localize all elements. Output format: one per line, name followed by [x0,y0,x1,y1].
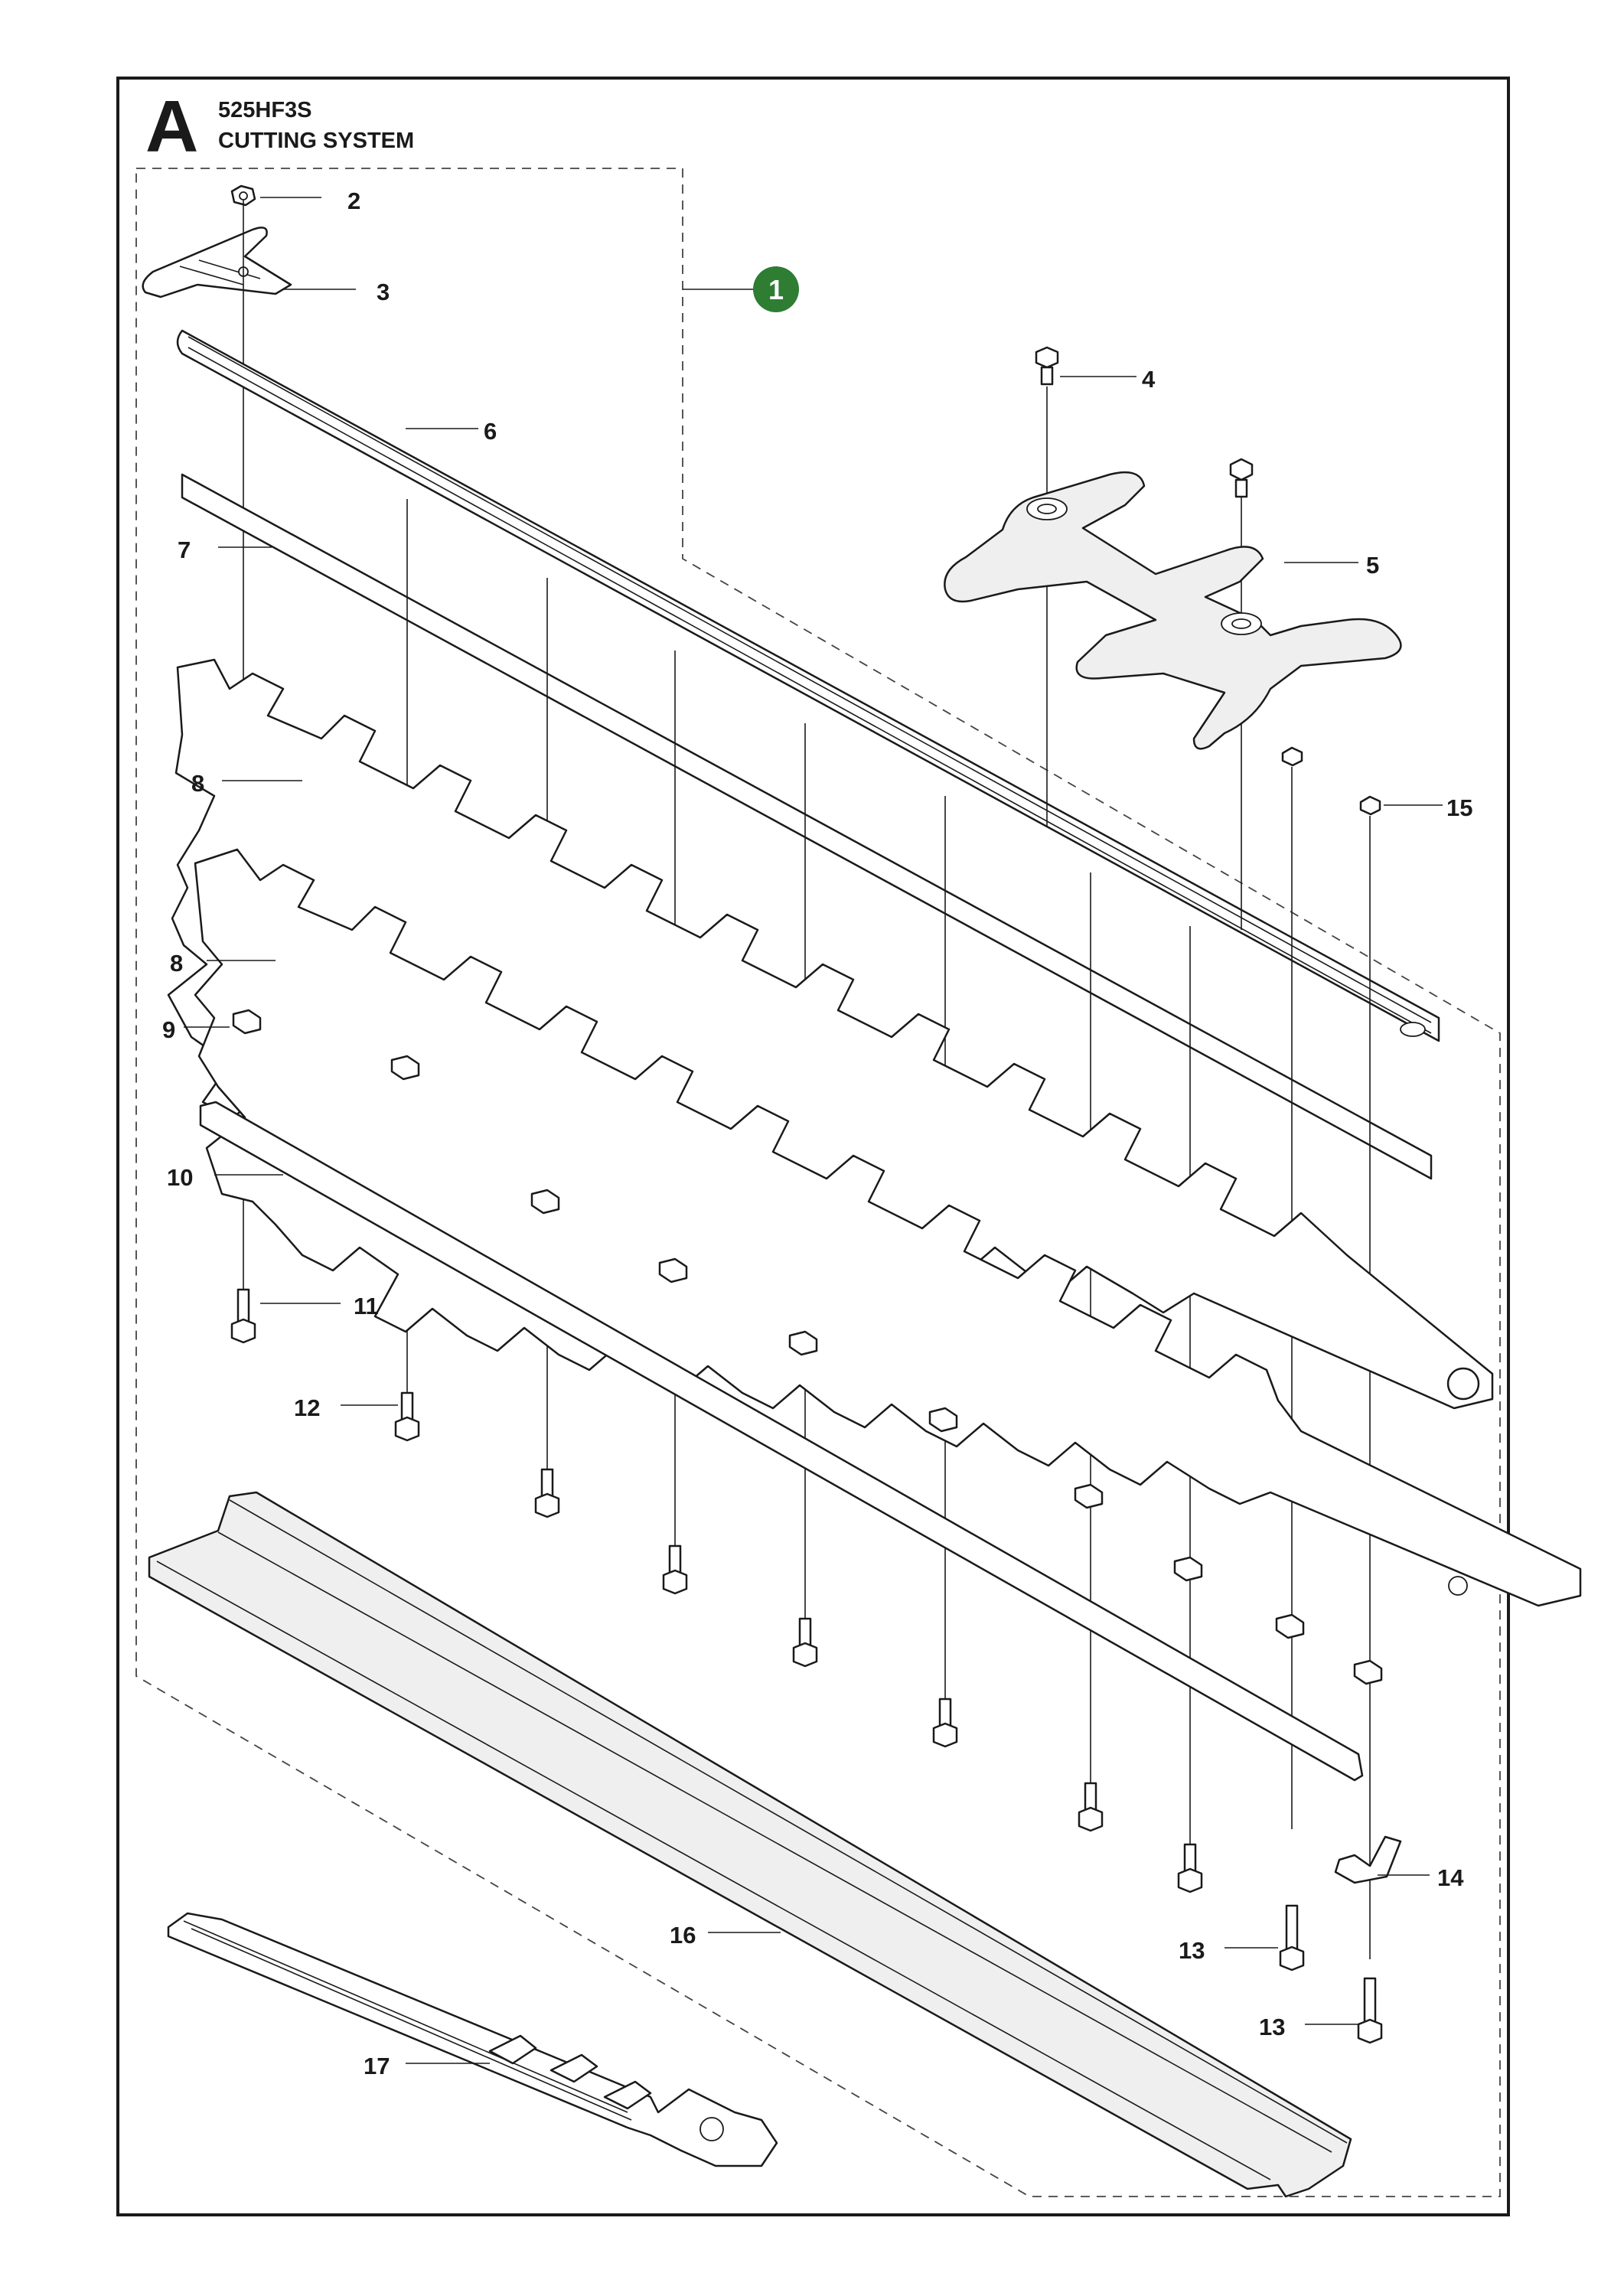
clip-part-14 [1334,1835,1402,1884]
guide-plate-part-3 [142,227,292,298]
callout-10: 10 [167,1164,193,1191]
callout-8-upper: 8 [191,770,204,797]
callout-6: 6 [484,418,497,445]
callout-17: 17 [364,2053,390,2079]
model-code: 525HF3S [218,98,312,122]
callout-7: 7 [178,536,191,563]
bolt-part-11 [230,1288,256,1344]
callout-2: 2 [347,188,360,214]
callout-4: 4 [1142,366,1156,393]
square-nut-part-9 [232,1009,1383,1685]
callout-5: 5 [1366,552,1379,579]
callout-14: 14 [1437,1864,1464,1891]
plate-part-10 [199,1101,1364,1782]
bolt-row [534,1468,1203,1893]
blade-cover-part-16 [148,1491,1352,2198]
cutting-unit-part-17 [167,1912,778,2167]
screw-part-4 [1035,346,1059,386]
bolt-part-12 [394,1391,420,1442]
nut-part-15 [1359,795,1381,816]
callout-15: 15 [1446,794,1472,821]
bolt-part-13 [1279,1904,1383,2044]
callout-11: 11 [354,1293,379,1319]
callout-16: 16 [670,1922,696,1949]
callout-8-lower: 8 [170,950,183,977]
callout-13-left: 13 [1179,1937,1205,1964]
diagram-frame [116,77,1510,2216]
top-bar-part-6 [176,329,1440,1042]
nut-upper-right [1281,746,1303,767]
section-title: CUTTING SYSTEM [218,129,415,153]
callout-9: 9 [162,1016,175,1043]
assembly-number-badge: 1 [753,266,799,312]
blade-part-8-lower [194,848,1582,1607]
nut-part-2 [230,184,256,207]
plate-part-7 [181,473,1433,1180]
section-letter: A [145,86,199,168]
callout-3: 3 [377,279,390,305]
screw-part-5-upper [1229,458,1254,498]
callout-13-right: 13 [1259,2014,1285,2040]
callout-12: 12 [294,1394,320,1421]
svg-text:1: 1 [768,274,784,305]
assembly-boundary [135,168,1501,2197]
finger-guard-part-5 [944,471,1402,750]
